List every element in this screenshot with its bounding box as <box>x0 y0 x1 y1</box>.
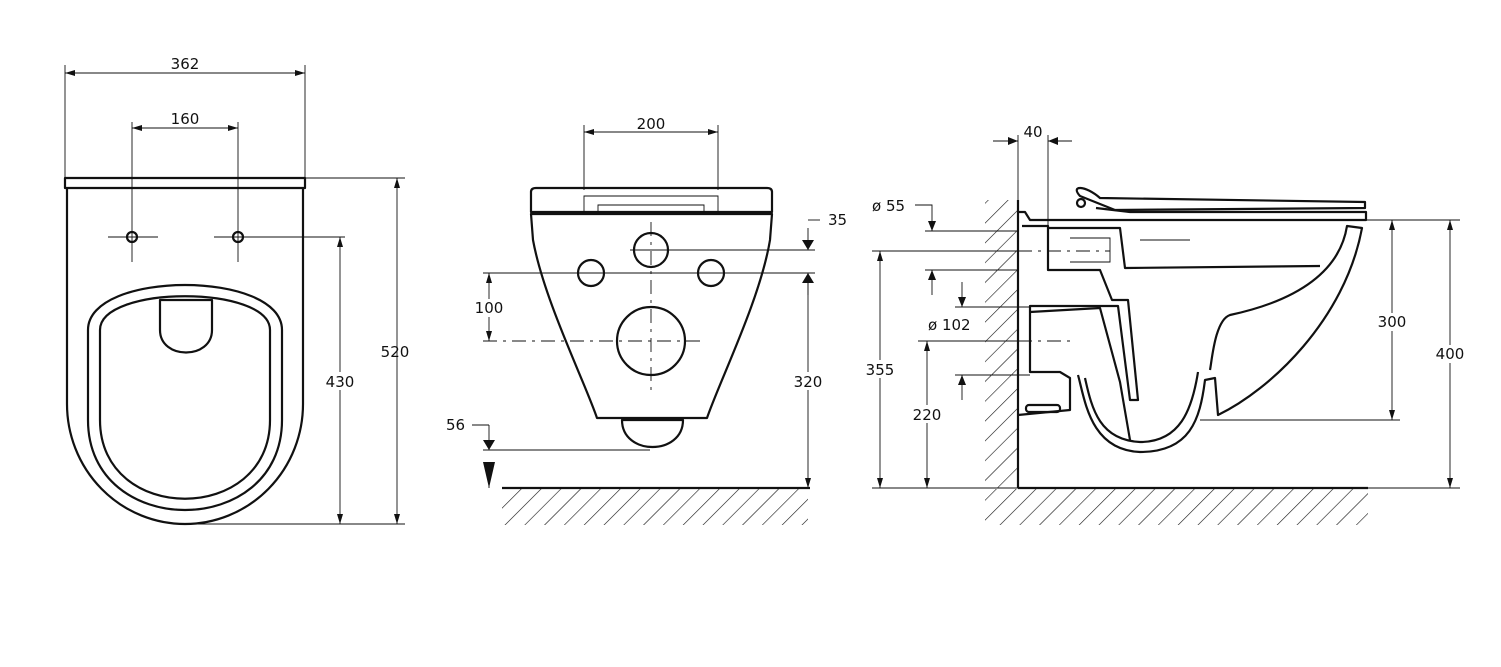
dim-400: 400 <box>1436 345 1465 363</box>
dim-520: 520 <box>381 343 410 361</box>
outlet-spigot <box>1017 224 1140 417</box>
front-view: 200 35 320 100 56 <box>446 115 847 525</box>
dim-40: 40 <box>1023 123 1042 141</box>
flush-opening <box>158 298 214 354</box>
dim-362: 362 <box>171 55 200 73</box>
fixing-slot <box>1024 403 1062 414</box>
dim-100: 100 <box>475 299 504 317</box>
dim-320: 320 <box>794 373 823 391</box>
dim-355: 355 <box>866 361 895 379</box>
top-view: 362 160 520 430 <box>63 55 410 526</box>
seat-lid <box>1075 186 1367 212</box>
seat-hinge-edge <box>63 176 307 190</box>
seat-front <box>529 186 774 214</box>
floor-hatch <box>985 489 1368 525</box>
floor-hatch <box>502 489 808 525</box>
wall-hatch <box>985 200 1017 488</box>
dim-diameter-102: ø 102 <box>928 316 971 334</box>
seat-outline <box>86 283 284 511</box>
bowl-base <box>620 418 685 449</box>
dim-diameter-55: ø 55 <box>872 197 905 215</box>
dim-160: 160 <box>171 110 200 128</box>
bowl-outline <box>65 188 305 526</box>
bowl-profile <box>1076 224 1364 454</box>
dim-430: 430 <box>326 373 355 391</box>
dim-56: 56 <box>446 416 465 434</box>
dim-200: 200 <box>637 115 666 133</box>
hinge-icon <box>1075 197 1087 209</box>
side-view: 40 ø 55 355 ø 102 220 300 400 <box>862 123 1468 525</box>
dim-300: 300 <box>1378 313 1407 331</box>
dim-220: 220 <box>913 406 942 424</box>
seat-inner <box>98 295 272 500</box>
dim-35: 35 <box>828 211 847 229</box>
bowl-front-outline <box>529 212 774 420</box>
